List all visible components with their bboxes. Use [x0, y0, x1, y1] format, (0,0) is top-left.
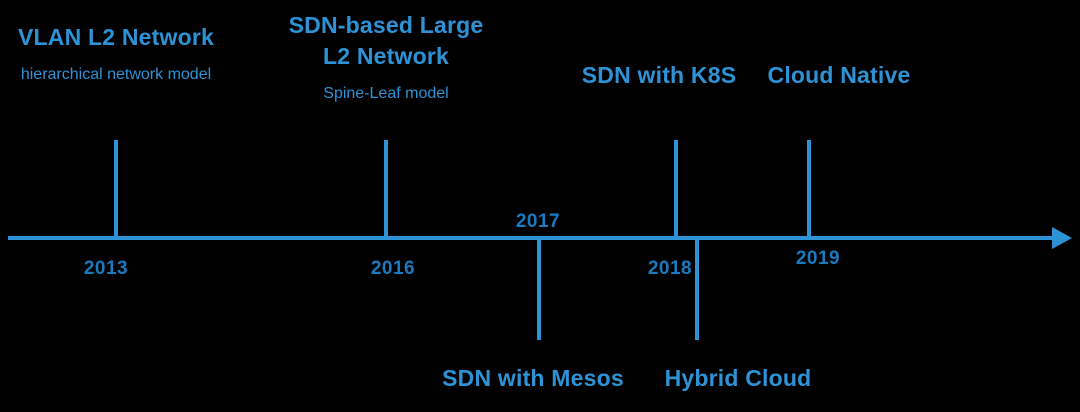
event-sdn-with-k8s: SDN with K8S [582, 60, 736, 91]
event-vlan-l2-network: VLAN L2 Network hierarchical network mod… [18, 22, 214, 87]
event-title-line: SDN with Mesos [442, 365, 624, 391]
tick-stem-2016 [384, 140, 388, 238]
event-cloud-native: Cloud Native [768, 60, 911, 91]
event-title-line: SDN-based Large [288, 12, 484, 38]
event-title-sdn-with-k8s: SDN with K8S [582, 60, 736, 91]
event-title-sdn-based-large-l2-network: SDN-based Large L2 Network [289, 10, 484, 72]
event-title-line: VLAN L2 Network [18, 24, 214, 50]
event-subtitle-vlan-l2-network: hierarchical network model [18, 63, 214, 87]
event-title-line: L2 Network [323, 43, 449, 70]
year-label-2017: 2017 [515, 211, 561, 232]
year-label-2019: 2019 [795, 248, 841, 269]
event-title-line: SDN with K8S [581, 62, 737, 88]
event-sdn-with-mesos: SDN with Mesos [442, 363, 624, 394]
event-title-line: Cloud Native [767, 62, 911, 88]
event-subtitle-sdn-based-large-l2-network: Spine-Leaf model [289, 82, 484, 106]
tick-stem-2017 [537, 238, 541, 340]
year-label-2018: 2018 [647, 258, 693, 279]
event-title-line: Hybrid Cloud [664, 365, 812, 391]
year-label-2016: 2016 [370, 258, 416, 279]
event-hybrid-cloud: Hybrid Cloud [665, 363, 812, 394]
event-subtitle-line: hierarchical network [20, 66, 164, 84]
event-title-vlan-l2-network: VLAN L2 Network [18, 22, 214, 53]
event-subtitle-line: Spine-Leaf model [323, 85, 449, 103]
event-sdn-based-large-l2-network: SDN-based Large L2 Network Spine-Leaf mo… [289, 10, 484, 106]
axis-right-arrow-icon [1052, 227, 1072, 249]
event-title-hybrid-cloud: Hybrid Cloud [665, 363, 812, 394]
tick-stem-2018-k8s [674, 140, 678, 238]
tick-stem-2019 [807, 140, 811, 238]
event-title-cloud-native: Cloud Native [768, 60, 911, 91]
event-subtitle-line: model [167, 66, 212, 84]
event-title-sdn-with-mesos: SDN with Mesos [442, 363, 624, 394]
year-label-2013: 2013 [83, 258, 129, 279]
tick-stem-2013 [114, 140, 118, 238]
tick-stem-2018-hybrid-cloud [695, 238, 699, 340]
timeline-axis [8, 236, 1063, 240]
